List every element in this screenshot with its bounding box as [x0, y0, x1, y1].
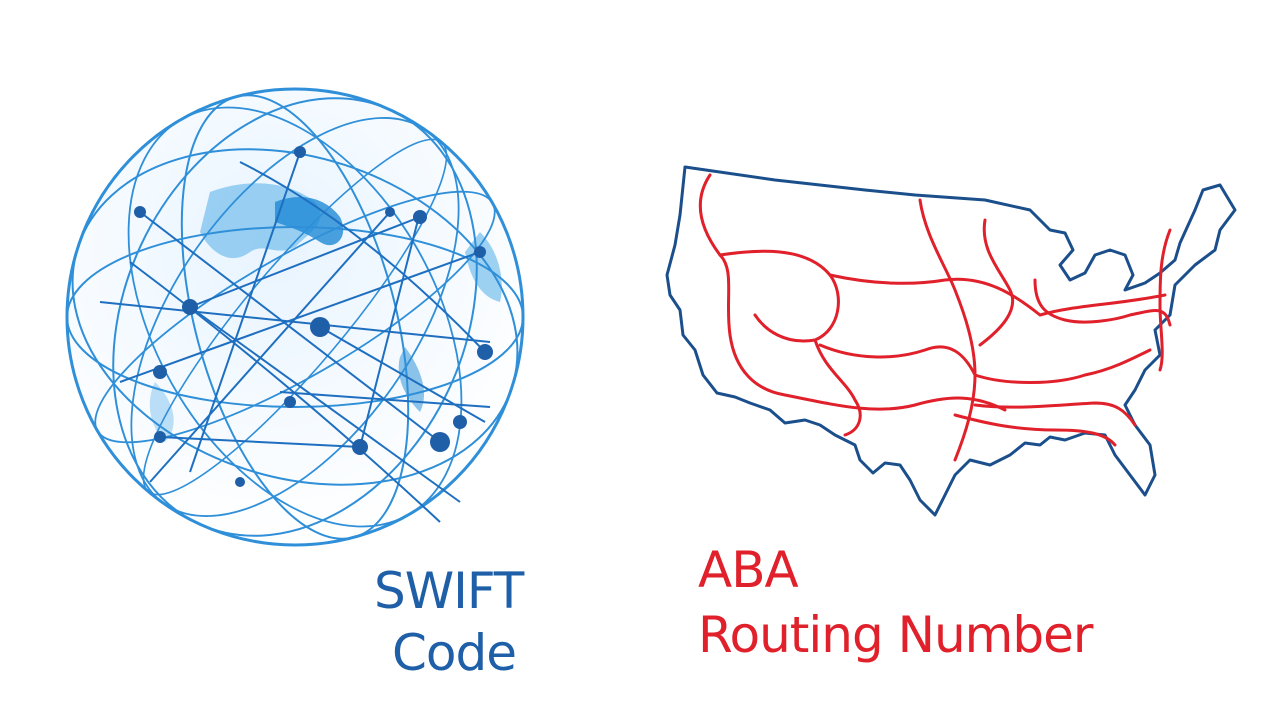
swift-title: SWIFT [374, 562, 524, 620]
aba-title: ABA [698, 541, 799, 599]
code-subtitle: Code [392, 624, 517, 682]
routing-number-subtitle: Routing Number [698, 606, 1093, 664]
globe-network-icon [65, 87, 525, 547]
us-map-network-icon [665, 165, 1237, 517]
